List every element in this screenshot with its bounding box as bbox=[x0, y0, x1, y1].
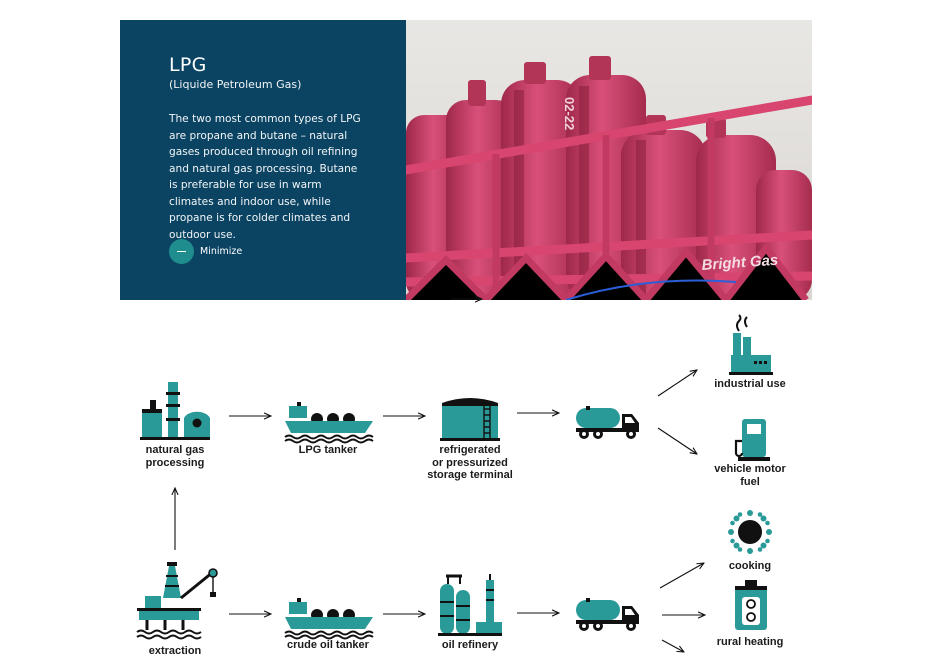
label-cooking: cooking bbox=[728, 560, 772, 572]
label-industrial-use: industrial use bbox=[714, 378, 786, 390]
label-lpg-tanker: LPG tanker bbox=[298, 444, 358, 456]
gas-processing-plant-icon bbox=[140, 382, 210, 440]
tanker-truck-icon-2 bbox=[576, 598, 639, 631]
info-panel-content: LPG (Liquide Petroleum Gas) The two most… bbox=[169, 54, 369, 243]
cylinder-marking: 02-22 bbox=[562, 97, 577, 130]
factory-icon bbox=[729, 314, 773, 375]
arrow-truck-to-industrial bbox=[657, 370, 697, 397]
label-extraction: extraction bbox=[148, 645, 202, 657]
heater-icon bbox=[735, 580, 767, 630]
tanker-truck-icon bbox=[576, 406, 639, 439]
label-natural-gas-processing: natural gas processing bbox=[145, 444, 205, 469]
cylinders-illustration: 02-22 Bright Gas bbox=[406, 20, 812, 300]
label-vehicle-motor-fuel: vehicle motor fuel bbox=[714, 463, 786, 488]
storage-tank-icon bbox=[440, 398, 500, 441]
arrow-truck-to-cooking bbox=[659, 563, 704, 589]
lpg-tanker-icon bbox=[284, 402, 374, 444]
lpg-cylinders-photo: 02-22 Bright Gas bbox=[406, 20, 812, 300]
label-oil-refinery: oil refinery bbox=[441, 639, 499, 651]
gas-burner-icon bbox=[728, 510, 772, 554]
panel-description: The two most common types of LPG are pro… bbox=[169, 113, 361, 241]
crude-oil-tanker-icon bbox=[284, 598, 374, 640]
panel-title: LPG bbox=[169, 54, 207, 76]
label-storage-terminal: refrigerated or pressurized storage term… bbox=[427, 444, 513, 481]
label-rural-heating: rural heating bbox=[716, 636, 784, 648]
fuel-pump-icon bbox=[734, 419, 770, 461]
oil-refinery-icon bbox=[438, 574, 502, 636]
label-crude-oil-tanker: crude oil tanker bbox=[287, 639, 369, 651]
oil-rig-icon bbox=[136, 562, 218, 640]
arrow-truck-to-vehicle-fuel bbox=[657, 427, 697, 454]
arrow-truck-to-offscreen bbox=[661, 639, 684, 652]
panel-subtitle: (Liquide Petroleum Gas) bbox=[169, 78, 302, 91]
info-panel: LPG (Liquide Petroleum Gas) The two most… bbox=[120, 20, 406, 300]
minus-icon[interactable] bbox=[169, 239, 194, 264]
minimize-label: Minimize bbox=[200, 246, 243, 257]
cylinder-brand-text: Bright Gas bbox=[701, 252, 779, 274]
minimize-button[interactable]: Minimize bbox=[169, 239, 242, 264]
